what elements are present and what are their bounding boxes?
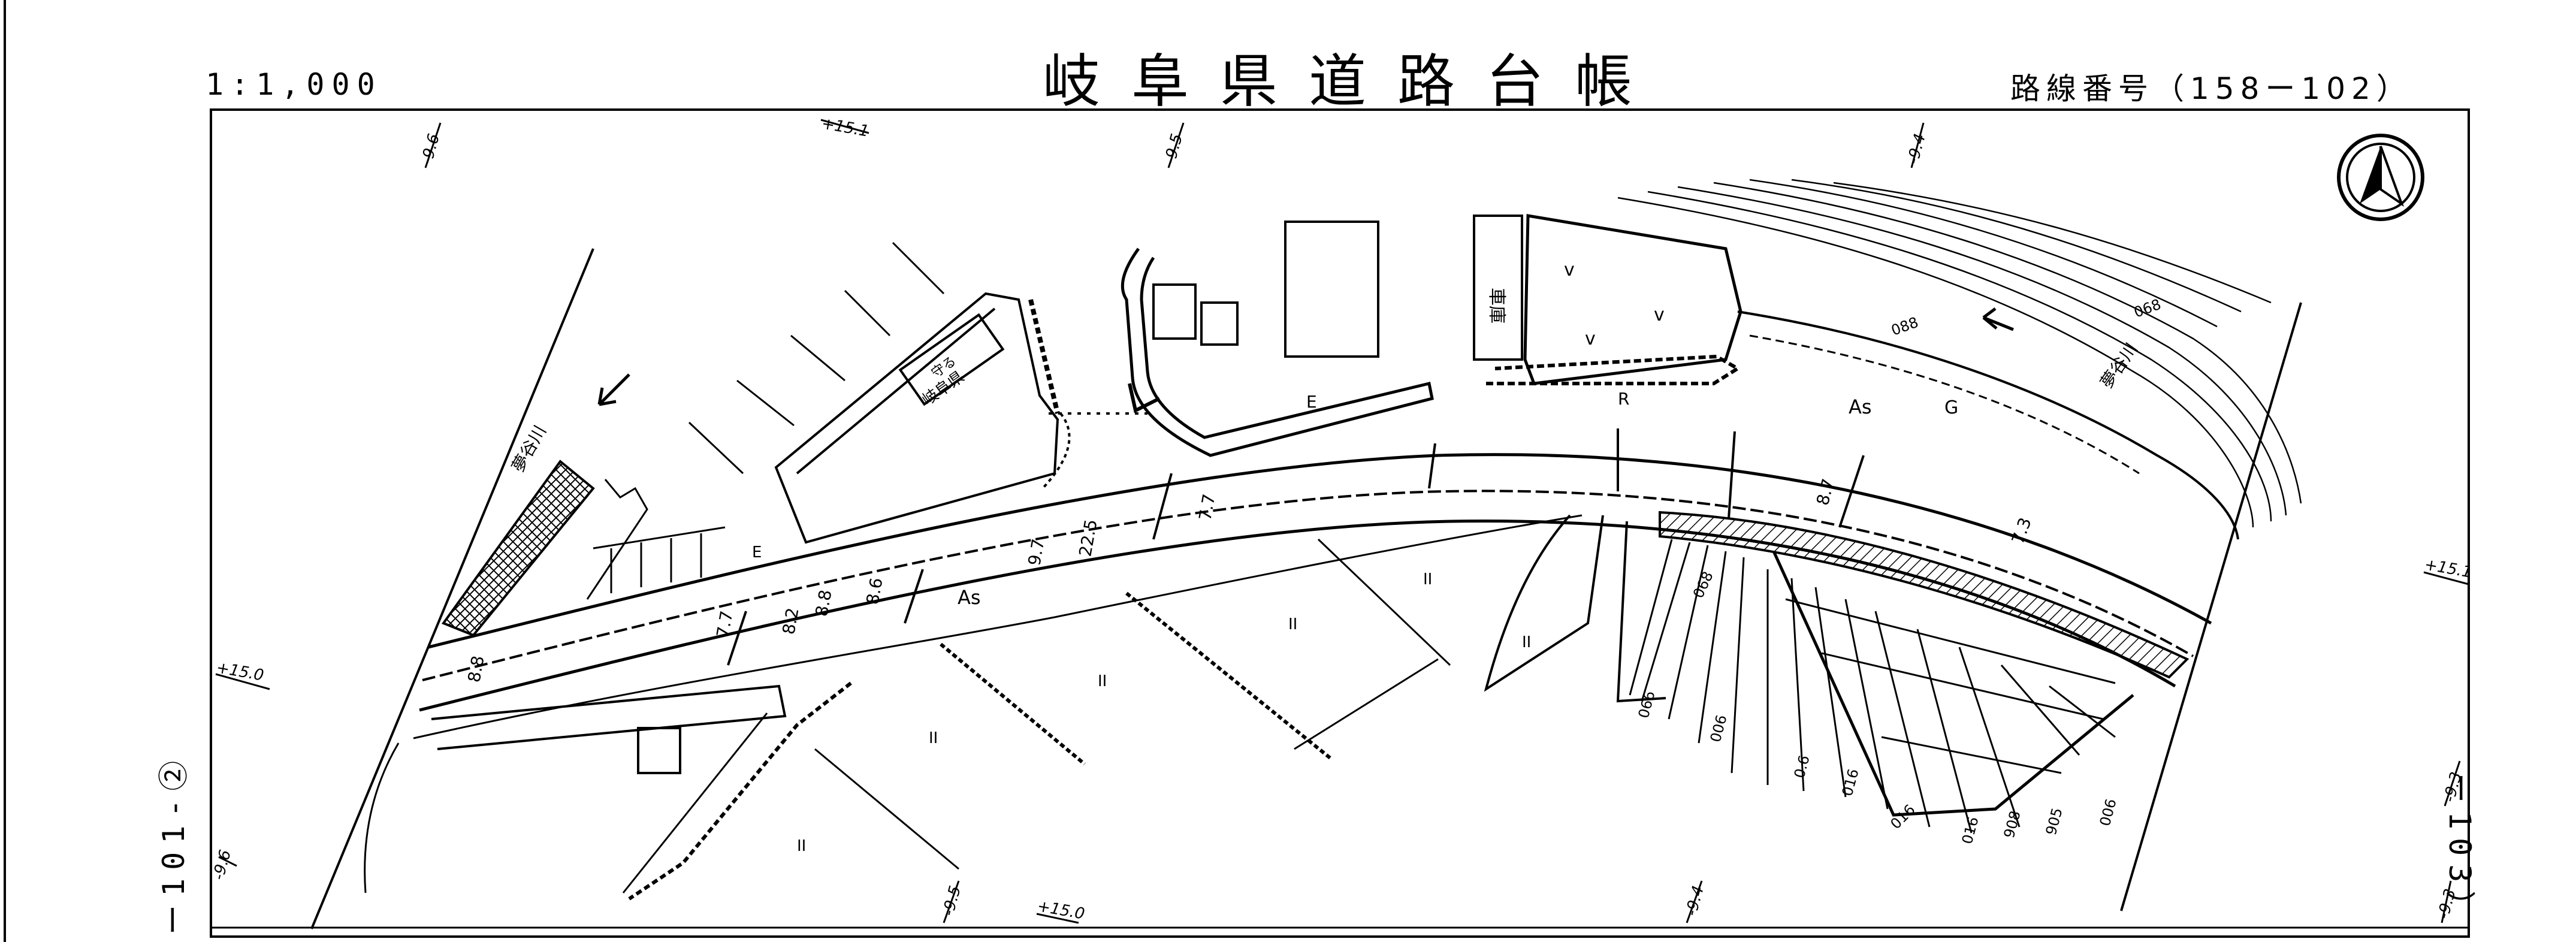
width-value: 8.7 (1813, 476, 1838, 508)
svg-text:068: 068 (2131, 296, 2163, 321)
river-contours (1617, 179, 2302, 540)
svg-text:v: v (1564, 259, 1575, 280)
svg-text:+15.0: +15.0 (215, 659, 265, 684)
svg-text:+15.1: +15.1 (2423, 555, 2474, 581)
flow-arrow-right-icon (1982, 307, 2014, 331)
width-value: 8.6 (862, 576, 886, 606)
slope-hatching-right (1616, 521, 2134, 834)
width-value: 8.8 (811, 588, 835, 618)
slope-lines-upper (688, 241, 945, 475)
svg-text:908: 908 (2001, 809, 2024, 840)
svg-text:-9.5: -9.5 (940, 884, 965, 918)
width-value: 7.7 (1195, 493, 1219, 523)
fence-posts-left (593, 526, 726, 593)
svg-text:-9.3: -9.3 (2435, 887, 2460, 921)
map-frame (210, 108, 2470, 938)
svg-text:068: 068 (1690, 569, 1717, 600)
svg-text:016: 016 (1887, 801, 1918, 832)
width-value: 8.8 (464, 654, 488, 684)
svg-text:006: 006 (2097, 797, 2120, 828)
width-value: 7.7 (712, 609, 736, 639)
svg-text:-9.4: -9.4 (1683, 884, 1708, 918)
svg-text:088: 088 (1889, 314, 1920, 339)
zone-r-label: R (1618, 389, 1629, 409)
stream-edge (586, 479, 648, 600)
zone-e-label: E (1306, 392, 1317, 412)
parcel-mark: II (1423, 570, 1432, 588)
svg-text:0.6: 0.6 (1791, 753, 1813, 780)
parcel-dividers (814, 514, 1604, 870)
svg-text:006: 006 (1707, 713, 1731, 744)
svg-text:066: 066 (1635, 689, 1659, 720)
svg-text:-9.3: -9.3 (2441, 770, 2466, 804)
map-scale: 1:1,000 (206, 67, 382, 102)
width-value: 22.5 (1075, 518, 1101, 558)
svg-text:016: 016 (1959, 815, 1982, 846)
zone-e2-label: E (752, 544, 762, 561)
parcel-mark: II (797, 837, 806, 855)
field-marks: v v v (1564, 259, 1665, 349)
stream-wall-left (441, 460, 595, 637)
parcel-mark: II (1522, 633, 1531, 651)
svg-text:-9.5: -9.5 (1161, 132, 1186, 166)
surface-as-right: As (1849, 395, 1872, 418)
parcel-mark-labels: II II II II II II (797, 570, 1531, 855)
parcel-mark: II (1288, 615, 1297, 633)
garage-label: 車庫 (1486, 288, 1507, 324)
retaining-wall-right (1659, 511, 2190, 679)
svg-text:v: v (1585, 328, 1596, 349)
grid-ticks (215, 119, 2469, 924)
stream-name-right: 夢谷川 (2097, 339, 2142, 392)
parcel-mark: II (1098, 672, 1107, 690)
route-number: 路線番号（158ー102） (2010, 71, 2412, 106)
svg-text:+15.1: +15.1 (820, 114, 871, 140)
svg-text:-9.4: -9.4 (1904, 132, 1929, 166)
road-width-ticks (727, 428, 1865, 666)
svg-text:-9.6: -9.6 (210, 848, 235, 882)
parcel-mark: II (929, 729, 938, 747)
north-arrow-icon (2337, 134, 2424, 221)
boundary-right (2120, 302, 2302, 911)
center-buildings (1121, 214, 1743, 457)
surface-as-left: As (958, 586, 981, 609)
width-value: 9.7 (1024, 538, 1048, 567)
svg-text:905: 905 (2043, 806, 2066, 837)
svg-text:v: v (1654, 304, 1665, 325)
lower-left-facility (364, 681, 852, 901)
boundary-left (310, 248, 594, 929)
stream-name-left: 夢谷川 (508, 422, 550, 475)
upper-left-facility (774, 292, 1147, 544)
flow-arrow-left-icon (597, 373, 630, 406)
lower-slope-lines (1785, 598, 2116, 774)
svg-text:-9.6: -9.6 (418, 132, 443, 166)
map-title: 岐阜県道路台帳 (1043, 48, 1663, 115)
width-value: 8.2 (778, 606, 802, 636)
svg-text:+15.0: +15.0 (1036, 897, 1086, 923)
surface-g: G (1944, 397, 1958, 418)
